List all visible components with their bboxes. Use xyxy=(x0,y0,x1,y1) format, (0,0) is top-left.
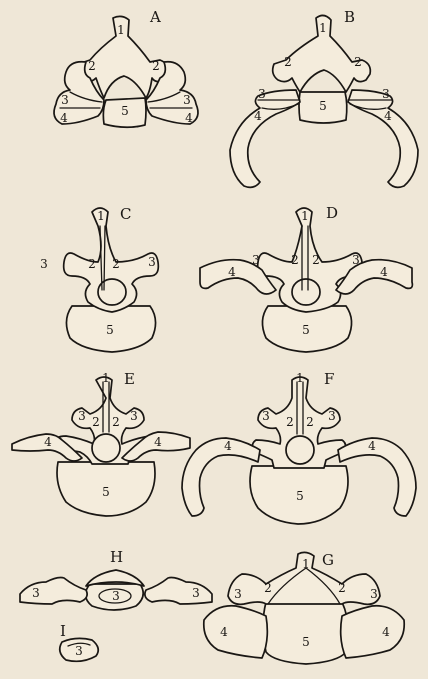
figure-g: G 1 2 2 3 3 4 4 5 xyxy=(204,551,404,664)
figure-d-label-4-right: 4 xyxy=(380,265,388,279)
figure-f-letter: F xyxy=(324,370,334,388)
figure-i-letter: I xyxy=(60,622,66,640)
figure-g-label-5: 5 xyxy=(302,635,310,649)
figure-f-label-3-right: 3 xyxy=(328,409,336,423)
figure-g-label-2-right: 2 xyxy=(338,581,346,595)
figure-g-label-3-left: 3 xyxy=(234,587,242,601)
figure-d-neural-canal xyxy=(292,279,320,305)
figure-g-label-4-right: 4 xyxy=(382,625,390,639)
figure-a-label-3-left: 3 xyxy=(61,93,69,107)
figure-d-label-3-right: 3 xyxy=(352,253,360,267)
figure-b-label-2-left: 2 xyxy=(284,55,292,69)
figure-e-label-5: 5 xyxy=(102,485,110,499)
figure-d-label-1: 1 xyxy=(301,209,309,223)
figure-h: H 3 3 3 xyxy=(20,548,212,610)
figure-d-label-2-right: 2 xyxy=(312,253,320,267)
figure-e-label-1: 1 xyxy=(102,371,110,385)
figure-a: A 1 2 2 3 3 4 4 5 xyxy=(54,8,198,127)
figure-a-letter: A xyxy=(149,8,161,26)
figure-e-label-2-left: 2 xyxy=(92,415,100,429)
figure-f-label-1: 1 xyxy=(296,371,304,385)
figure-c-label-5: 5 xyxy=(106,323,114,337)
figure-f-label-5: 5 xyxy=(296,489,304,503)
figure-h-label-3-right: 3 xyxy=(192,586,200,600)
figure-a-label-1: 1 xyxy=(117,23,125,37)
figure-e: E 1 2 2 3 3 4 4 5 xyxy=(12,370,190,516)
figure-g-label-4-left: 4 xyxy=(220,625,228,639)
figure-e-label-3-right: 3 xyxy=(130,409,138,423)
figure-g-label-2-left: 2 xyxy=(264,581,272,595)
figure-a-label-2-left: 2 xyxy=(88,59,96,73)
figure-g-label-1: 1 xyxy=(302,557,310,571)
figure-c-label-1: 1 xyxy=(97,209,105,223)
figure-b-left-rib xyxy=(230,90,300,187)
figure-h-label-3-left: 3 xyxy=(32,586,40,600)
figure-f-label-4-right: 4 xyxy=(368,439,376,453)
figure-b-label-2-right: 2 xyxy=(354,55,362,69)
figure-b-right-rib xyxy=(348,90,418,187)
figure-h-right-process xyxy=(145,578,212,605)
figure-e-neural-canal xyxy=(92,434,120,462)
figure-g-letter: G xyxy=(322,551,334,569)
figure-d-label-4-left: 4 xyxy=(228,265,236,279)
figure-c-label-3-left: 3 xyxy=(40,257,48,271)
figure-c-label-2-right: 2 xyxy=(112,257,120,271)
figure-d: D 1 2 2 3 3 4 4 5 xyxy=(200,204,412,352)
figure-e-letter: E xyxy=(124,370,135,388)
figure-f-left-rib xyxy=(182,438,260,516)
figure-b-label-3-right: 3 xyxy=(382,87,390,101)
figure-a-label-4-right: 4 xyxy=(185,111,193,125)
figure-b-label-1: 1 xyxy=(319,21,327,35)
figure-e-label-4-left: 4 xyxy=(44,435,52,449)
figure-g-left-rib xyxy=(204,606,268,658)
figure-a-label-3-right: 3 xyxy=(183,93,191,107)
figure-i: I 3 xyxy=(60,622,99,661)
figure-i-label-centrum: 3 xyxy=(75,644,83,658)
figure-b: B 1 2 2 3 3 4 4 5 xyxy=(230,8,418,187)
figure-h-left-process xyxy=(20,578,87,605)
figure-a-label-5: 5 xyxy=(121,104,129,118)
figure-a-label-4-left: 4 xyxy=(60,111,68,125)
figure-e-label-4-right: 4 xyxy=(154,435,162,449)
figure-b-label-4-right: 4 xyxy=(384,109,392,123)
figure-g-label-3-right: 3 xyxy=(370,587,378,601)
figure-d-letter: D xyxy=(326,204,338,222)
figure-g-centrum xyxy=(263,602,348,664)
figure-c-label-2-left: 2 xyxy=(88,257,96,271)
figure-e-label-2-right: 2 xyxy=(112,415,120,429)
figure-d-label-5: 5 xyxy=(302,323,310,337)
figure-h-letter: H xyxy=(110,548,123,566)
figure-c-letter: C xyxy=(120,205,131,223)
figure-g-right-rib xyxy=(341,606,405,658)
figure-f-neural-canal xyxy=(286,436,314,464)
figure-d-label-3-left: 3 xyxy=(252,253,260,267)
figure-c: C 1 2 2 3 3 5 xyxy=(40,205,158,352)
figure-d-label-2-left: 2 xyxy=(291,253,299,267)
figure-f-label-4-left: 4 xyxy=(224,439,232,453)
figure-f-label-3-left: 3 xyxy=(262,409,270,423)
figure-b-label-4-left: 4 xyxy=(254,109,262,123)
figure-c-label-3-right: 3 xyxy=(148,255,156,269)
figure-a-label-2-right: 2 xyxy=(152,59,160,73)
figure-b-letter: B xyxy=(344,8,355,26)
figure-b-label-3-left: 3 xyxy=(258,87,266,101)
figure-h-label-centrum: 3 xyxy=(112,589,120,603)
figure-f: F 1 2 2 3 3 4 4 5 xyxy=(182,370,416,524)
figure-b-label-5: 5 xyxy=(319,99,327,113)
figure-e-label-3-left: 3 xyxy=(78,409,86,423)
figure-f-label-2-right: 2 xyxy=(306,415,314,429)
figure-f-right-rib xyxy=(338,438,416,516)
figure-f-label-2-left: 2 xyxy=(286,415,294,429)
